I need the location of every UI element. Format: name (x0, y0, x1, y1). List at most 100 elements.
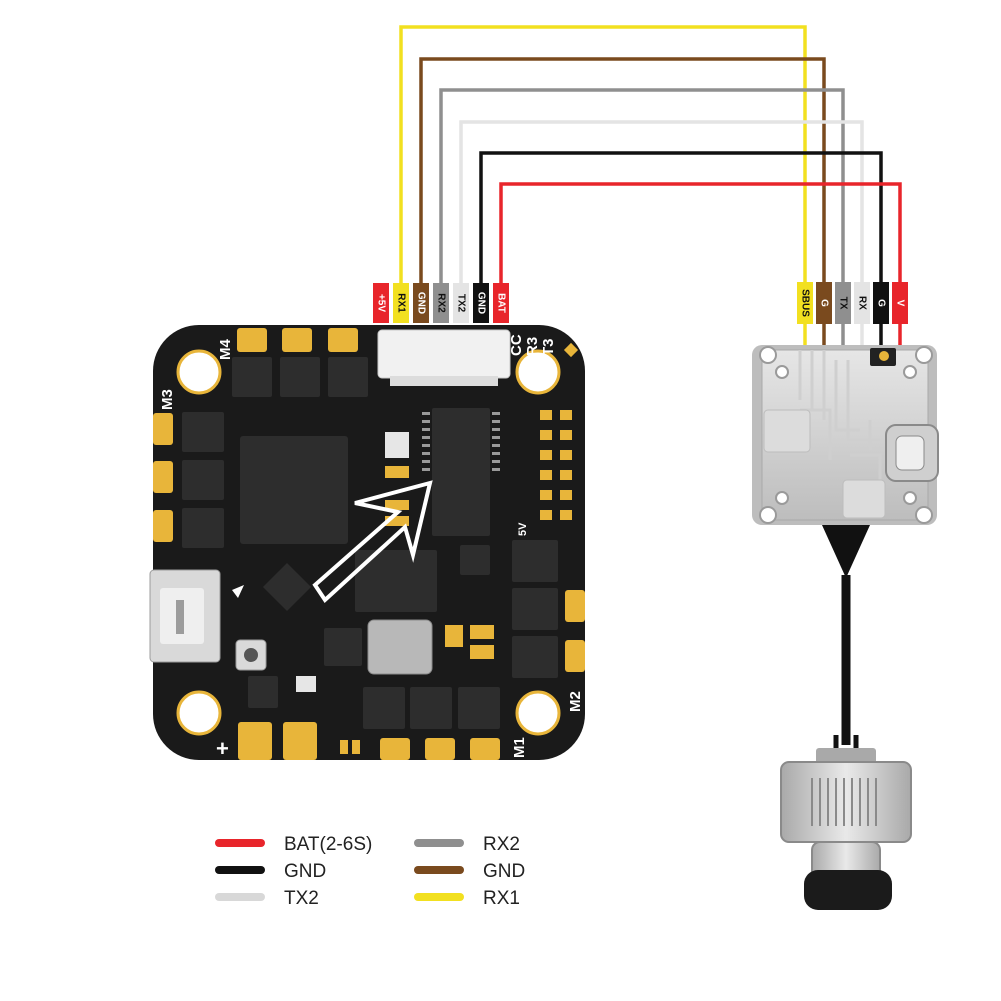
fc-connector (377, 329, 511, 379)
fc-pin-text: RX1 (396, 293, 407, 313)
mosfet (512, 588, 558, 630)
legend-label: RX2 (483, 834, 520, 855)
legend-item: RX1 (414, 888, 520, 909)
fc-pin-text: BAT (496, 293, 507, 313)
legend-item: GND (414, 861, 525, 882)
fc-pin-label: +5V (373, 283, 389, 323)
legend-item: BAT(2-6S) (215, 834, 372, 855)
small-pad (560, 490, 572, 500)
fc-pin-label: RX1 (393, 283, 409, 323)
label-r3: R3 (524, 337, 541, 356)
fc-pin-label: BAT (493, 283, 509, 323)
vtx-pin-color-box (854, 282, 870, 324)
fc-pin-text: TX2 (456, 294, 467, 313)
direction-arrow-icon (312, 480, 433, 604)
vtx-pin-text: RX (857, 296, 868, 310)
vtx-pin-color-box (892, 282, 908, 324)
label-5v: 5V (517, 522, 529, 536)
motor-pad (328, 328, 358, 352)
label-cc: CC (508, 334, 525, 356)
esc-driver-pins (422, 412, 500, 471)
vtx-pin-label: G (873, 282, 889, 324)
mosfet (410, 687, 452, 729)
mosfet (328, 357, 368, 397)
fc-pin-color-box (493, 283, 509, 323)
small-pad (540, 510, 552, 520)
small-arrow-icon (232, 585, 244, 598)
capacitor (385, 516, 409, 526)
vtx-wire-leads (803, 322, 902, 348)
small-chip (460, 545, 490, 575)
motor-pad (237, 328, 267, 352)
usb-port (149, 569, 221, 663)
fc-pin-text: RX2 (436, 293, 447, 313)
mosfet (280, 357, 320, 397)
motor-pad (153, 413, 173, 445)
wire-rx2-tx (439, 88, 845, 285)
legend-label: GND (483, 861, 525, 882)
small-pad (540, 410, 552, 420)
fc-chips (182, 357, 558, 729)
legend-label: RX1 (483, 888, 520, 909)
mosfet (512, 636, 558, 678)
vtx-pad (763, 409, 811, 453)
camera-body (780, 761, 912, 843)
gyro-chip (262, 562, 312, 612)
vtx-hole (775, 491, 789, 505)
inductor (367, 619, 433, 675)
mcu (240, 436, 348, 544)
capacitor (385, 466, 409, 478)
legend-label: BAT(2-6S) (284, 834, 372, 855)
vtx-pin-text: SBUS (800, 289, 811, 317)
vtx-usb-c-inner (895, 435, 925, 471)
esc-driver (432, 408, 490, 536)
mosfet (512, 540, 558, 582)
vtx-pin-label: RX (854, 282, 870, 324)
label-m1: M1 (511, 737, 528, 758)
esc-chip (355, 550, 437, 612)
wire-tx2-rx (459, 120, 864, 285)
small-pad (540, 430, 552, 440)
fc-connector-latch (390, 376, 498, 386)
vtx-pin-color-box (816, 282, 832, 324)
mosfet (182, 412, 224, 452)
legend-item: TX2 (215, 888, 319, 909)
mosfet (232, 357, 272, 397)
vtx-hole (915, 346, 933, 364)
fc-pin-color-box (393, 283, 409, 323)
small-pad (560, 450, 572, 460)
mosfet (182, 508, 224, 548)
small-pad (540, 450, 552, 460)
vtx-pad (842, 479, 886, 519)
small-pad (563, 342, 579, 358)
motor-pad (282, 328, 312, 352)
wire-gnd-g-black (479, 151, 883, 285)
small-pad (560, 430, 572, 440)
motor-pad (470, 738, 500, 760)
vtx-hole (903, 365, 917, 379)
usb-tongue (176, 600, 184, 634)
small-chip (324, 628, 362, 666)
fc-pin-text: +5V (376, 294, 387, 312)
vtx-ufl-icon (879, 351, 889, 361)
mosfet (182, 460, 224, 500)
capacitor (385, 500, 409, 510)
fc-pin-label: TX2 (453, 283, 469, 323)
vtx-pin-color-box (797, 282, 813, 324)
fc-pin-text: GND (476, 292, 487, 314)
fc-pin-label: GND (473, 283, 489, 323)
legend-item: GND (215, 861, 326, 882)
mosfet (363, 687, 405, 729)
fc-gold-pads (153, 328, 585, 760)
boot-button-cap (244, 648, 258, 662)
vtx-pin-color-box (873, 282, 889, 324)
label-m2: M2 (567, 691, 584, 712)
fc-pin-color-box (453, 283, 469, 323)
vtx-pin-label: SBUS (797, 282, 813, 324)
capacitor (470, 625, 494, 639)
wire-bat-v (499, 182, 902, 285)
mount-hole (515, 349, 561, 395)
vtx-hole (759, 346, 777, 364)
